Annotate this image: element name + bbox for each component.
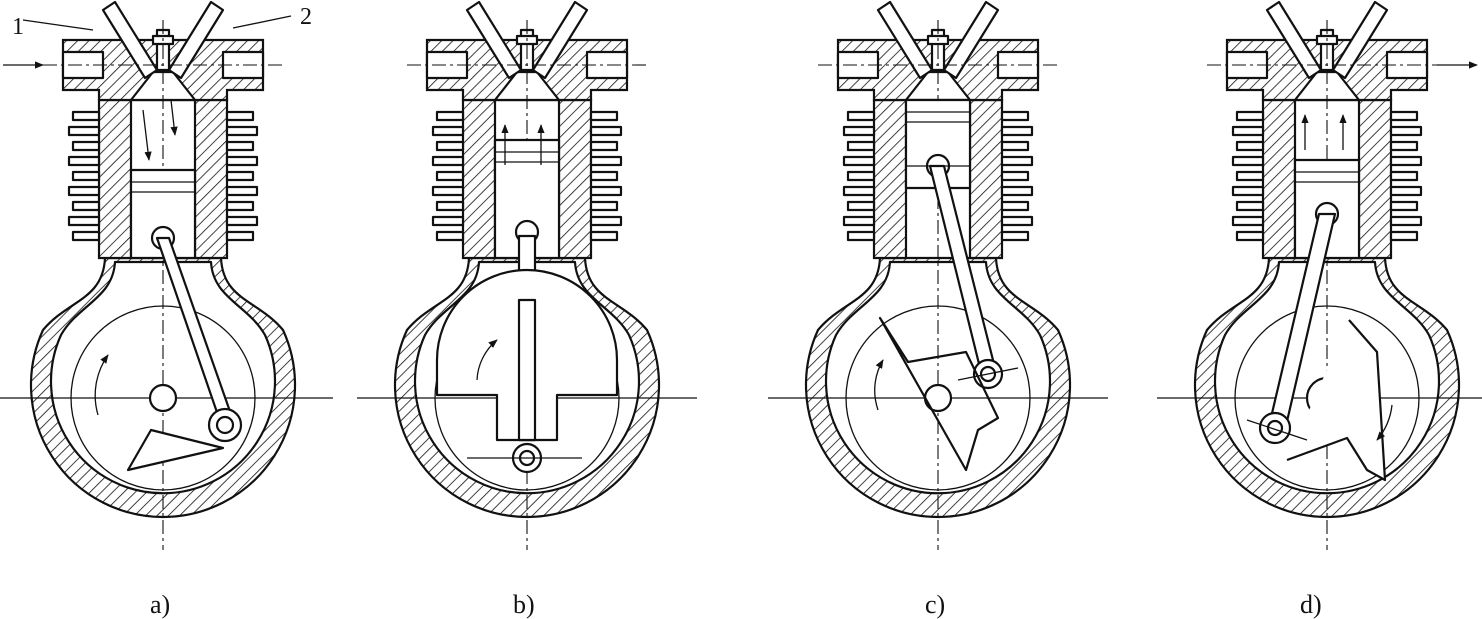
callout-2: 2	[300, 4, 312, 30]
stage-c	[766, 0, 1110, 552]
stage-label-d: d)	[1300, 590, 1322, 619]
stage-a	[0, 0, 335, 552]
stage-label-c: c)	[925, 590, 945, 619]
stage-label-b: b)	[513, 590, 535, 619]
stage-d	[1155, 0, 1482, 552]
stage-b	[355, 0, 699, 552]
callout-1: 1	[12, 14, 24, 40]
stage-label-a: a)	[150, 590, 170, 619]
